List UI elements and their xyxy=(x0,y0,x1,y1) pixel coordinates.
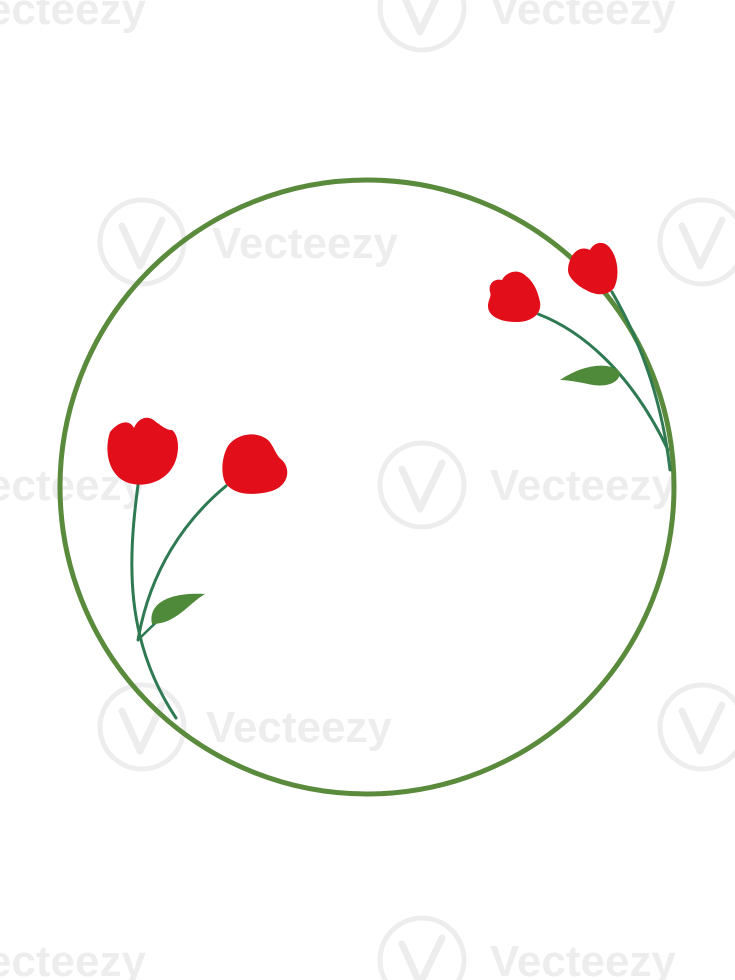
right-tulip-group xyxy=(488,242,672,472)
tulip-stem xyxy=(130,483,178,720)
tulip-flower xyxy=(488,271,541,322)
left-tulip-group xyxy=(107,417,288,720)
watermark-text: Vecteezy xyxy=(212,219,398,268)
watermark-logo-icon xyxy=(377,0,467,53)
watermark-logo-icon xyxy=(97,682,187,772)
watermark-text: Vecteezy xyxy=(490,0,676,34)
tulip-stem xyxy=(136,484,228,642)
wreath-circle-frame xyxy=(57,177,677,797)
tulip-stem xyxy=(610,290,672,472)
leaf-shape xyxy=(560,365,620,386)
watermark-text: Vecteezy xyxy=(206,703,392,752)
watermark-logo-icon xyxy=(657,197,735,287)
tulip-flower xyxy=(568,242,618,295)
watermark-logo-icon xyxy=(97,197,187,287)
watermark-text: Vecteezy xyxy=(490,937,676,980)
watermark-text: Vecteezy xyxy=(490,461,676,510)
leaf-shape xyxy=(151,593,205,624)
watermark-text: Vecteezy xyxy=(0,937,146,980)
watermark-logo-icon xyxy=(657,682,735,772)
watermark-logo-icon xyxy=(377,440,467,530)
tulip-flower xyxy=(222,434,288,494)
tulip-stem xyxy=(536,312,670,452)
watermark-logo-icon xyxy=(377,915,467,980)
tulip-flower xyxy=(107,417,178,485)
watermark-text: Vecteezy xyxy=(0,0,146,34)
